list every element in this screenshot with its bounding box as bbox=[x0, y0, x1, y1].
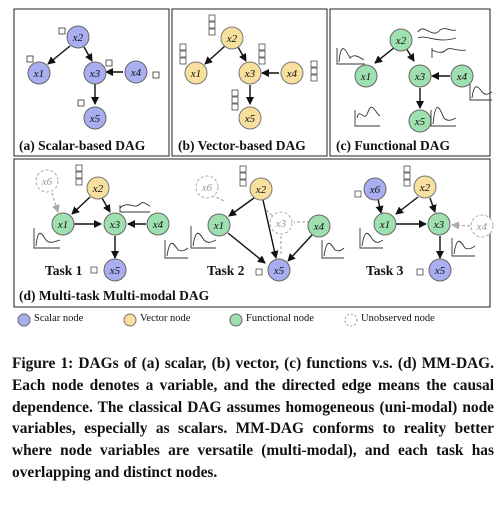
svg-text:x4: x4 bbox=[313, 221, 325, 233]
svg-text:x4: x4 bbox=[456, 71, 468, 83]
legend bbox=[17, 313, 358, 327]
legend-functional-swatch bbox=[229, 313, 243, 327]
svg-text:x3: x3 bbox=[109, 219, 121, 231]
svg-text:x4: x4 bbox=[476, 221, 488, 233]
svg-text:x2: x2 bbox=[226, 33, 238, 45]
node-label: x4 bbox=[130, 67, 142, 79]
legend-vector-swatch bbox=[123, 313, 137, 327]
legend-scalar-swatch bbox=[17, 313, 31, 327]
legend-scalar-label: Scalar node bbox=[34, 313, 84, 324]
node-label: x2 bbox=[72, 32, 84, 44]
panel-c-function-curves bbox=[336, 28, 493, 127]
svg-text:x4: x4 bbox=[152, 219, 164, 231]
panel-b-vector-stacks bbox=[179, 14, 318, 111]
panel-b-edges bbox=[204, 45, 279, 105]
svg-text:x5: x5 bbox=[414, 116, 426, 128]
panel-c-frame bbox=[329, 8, 491, 157]
svg-text:x1: x1 bbox=[379, 219, 390, 231]
panel-a-frame bbox=[13, 8, 170, 157]
panel-b-node-labels: x2 x1 x3 x4 x5 bbox=[190, 33, 298, 125]
task1-label: Task 1 bbox=[45, 263, 83, 278]
task1-edges bbox=[51, 192, 146, 259]
svg-text:x2: x2 bbox=[92, 183, 104, 195]
legend-unobserved-label: Unobserved node bbox=[361, 313, 435, 324]
panel-b-caption: (b) Vector-based DAG bbox=[178, 138, 306, 153]
node-label: x1 bbox=[33, 68, 44, 80]
legend-functional-label: Functional node bbox=[246, 313, 314, 324]
svg-text:x1: x1 bbox=[190, 68, 201, 80]
task3-nodes bbox=[363, 175, 494, 282]
task2-nodes bbox=[195, 175, 331, 282]
panel-c-edges bbox=[374, 46, 450, 109]
svg-text:x3: x3 bbox=[244, 68, 256, 80]
svg-text:x5: x5 bbox=[434, 265, 446, 277]
task3-edges bbox=[375, 196, 471, 259]
panel-c-node-labels: x2 x1 x3 x4 x5 bbox=[360, 35, 468, 128]
legend-vector-label: Vector node bbox=[140, 313, 191, 324]
panel-b-nodes bbox=[184, 26, 304, 130]
panel-a-caption: (a) Scalar-based DAG bbox=[19, 138, 146, 153]
svg-text:x6: x6 bbox=[201, 182, 213, 194]
dag-figure: x2 x1 x3 x4 x5 x2 x1 x3 x4 x5 bbox=[13, 8, 494, 327]
svg-text:x3: x3 bbox=[414, 71, 426, 83]
panel-d-caption: (d) Multi-task Multi-modal DAG bbox=[19, 288, 210, 303]
panel-a-nodes bbox=[27, 25, 148, 130]
svg-text:x2: x2 bbox=[419, 182, 431, 194]
task2-edges bbox=[211, 194, 313, 264]
legend-unobserved-swatch bbox=[344, 313, 358, 327]
svg-text:x6: x6 bbox=[369, 184, 381, 196]
panel-a-scalar-boxes bbox=[26, 27, 160, 107]
task1-nodes bbox=[35, 169, 170, 282]
svg-text:x1: x1 bbox=[57, 219, 68, 231]
panel-a-node-labels: x2 x1 x3 x4 x5 bbox=[33, 32, 142, 125]
svg-text:x3: x3 bbox=[433, 219, 445, 231]
task3-label: Task 3 bbox=[366, 263, 404, 278]
svg-text:x6: x6 bbox=[41, 176, 53, 188]
svg-text:x2: x2 bbox=[395, 35, 407, 47]
svg-text:x2: x2 bbox=[255, 184, 267, 196]
figure-caption: Figure 1: DAGs of (a) scalar, (b) vector… bbox=[12, 355, 494, 481]
svg-text:x5: x5 bbox=[109, 265, 121, 277]
panel-b-frame bbox=[171, 8, 328, 157]
panel-c-caption: (c) Functional DAG bbox=[336, 138, 450, 153]
task2-label: Task 2 bbox=[207, 263, 245, 278]
svg-text:x5: x5 bbox=[273, 265, 285, 277]
node-label: x5 bbox=[89, 113, 101, 125]
panel-c-nodes bbox=[354, 28, 474, 133]
panel-a-edges bbox=[47, 45, 123, 105]
svg-text:x1: x1 bbox=[213, 220, 224, 232]
node-label: x3 bbox=[89, 68, 101, 80]
svg-text:x1: x1 bbox=[360, 71, 371, 83]
svg-text:x5: x5 bbox=[244, 113, 256, 125]
svg-text:x4: x4 bbox=[286, 68, 298, 80]
svg-text:x3: x3 bbox=[275, 218, 287, 230]
